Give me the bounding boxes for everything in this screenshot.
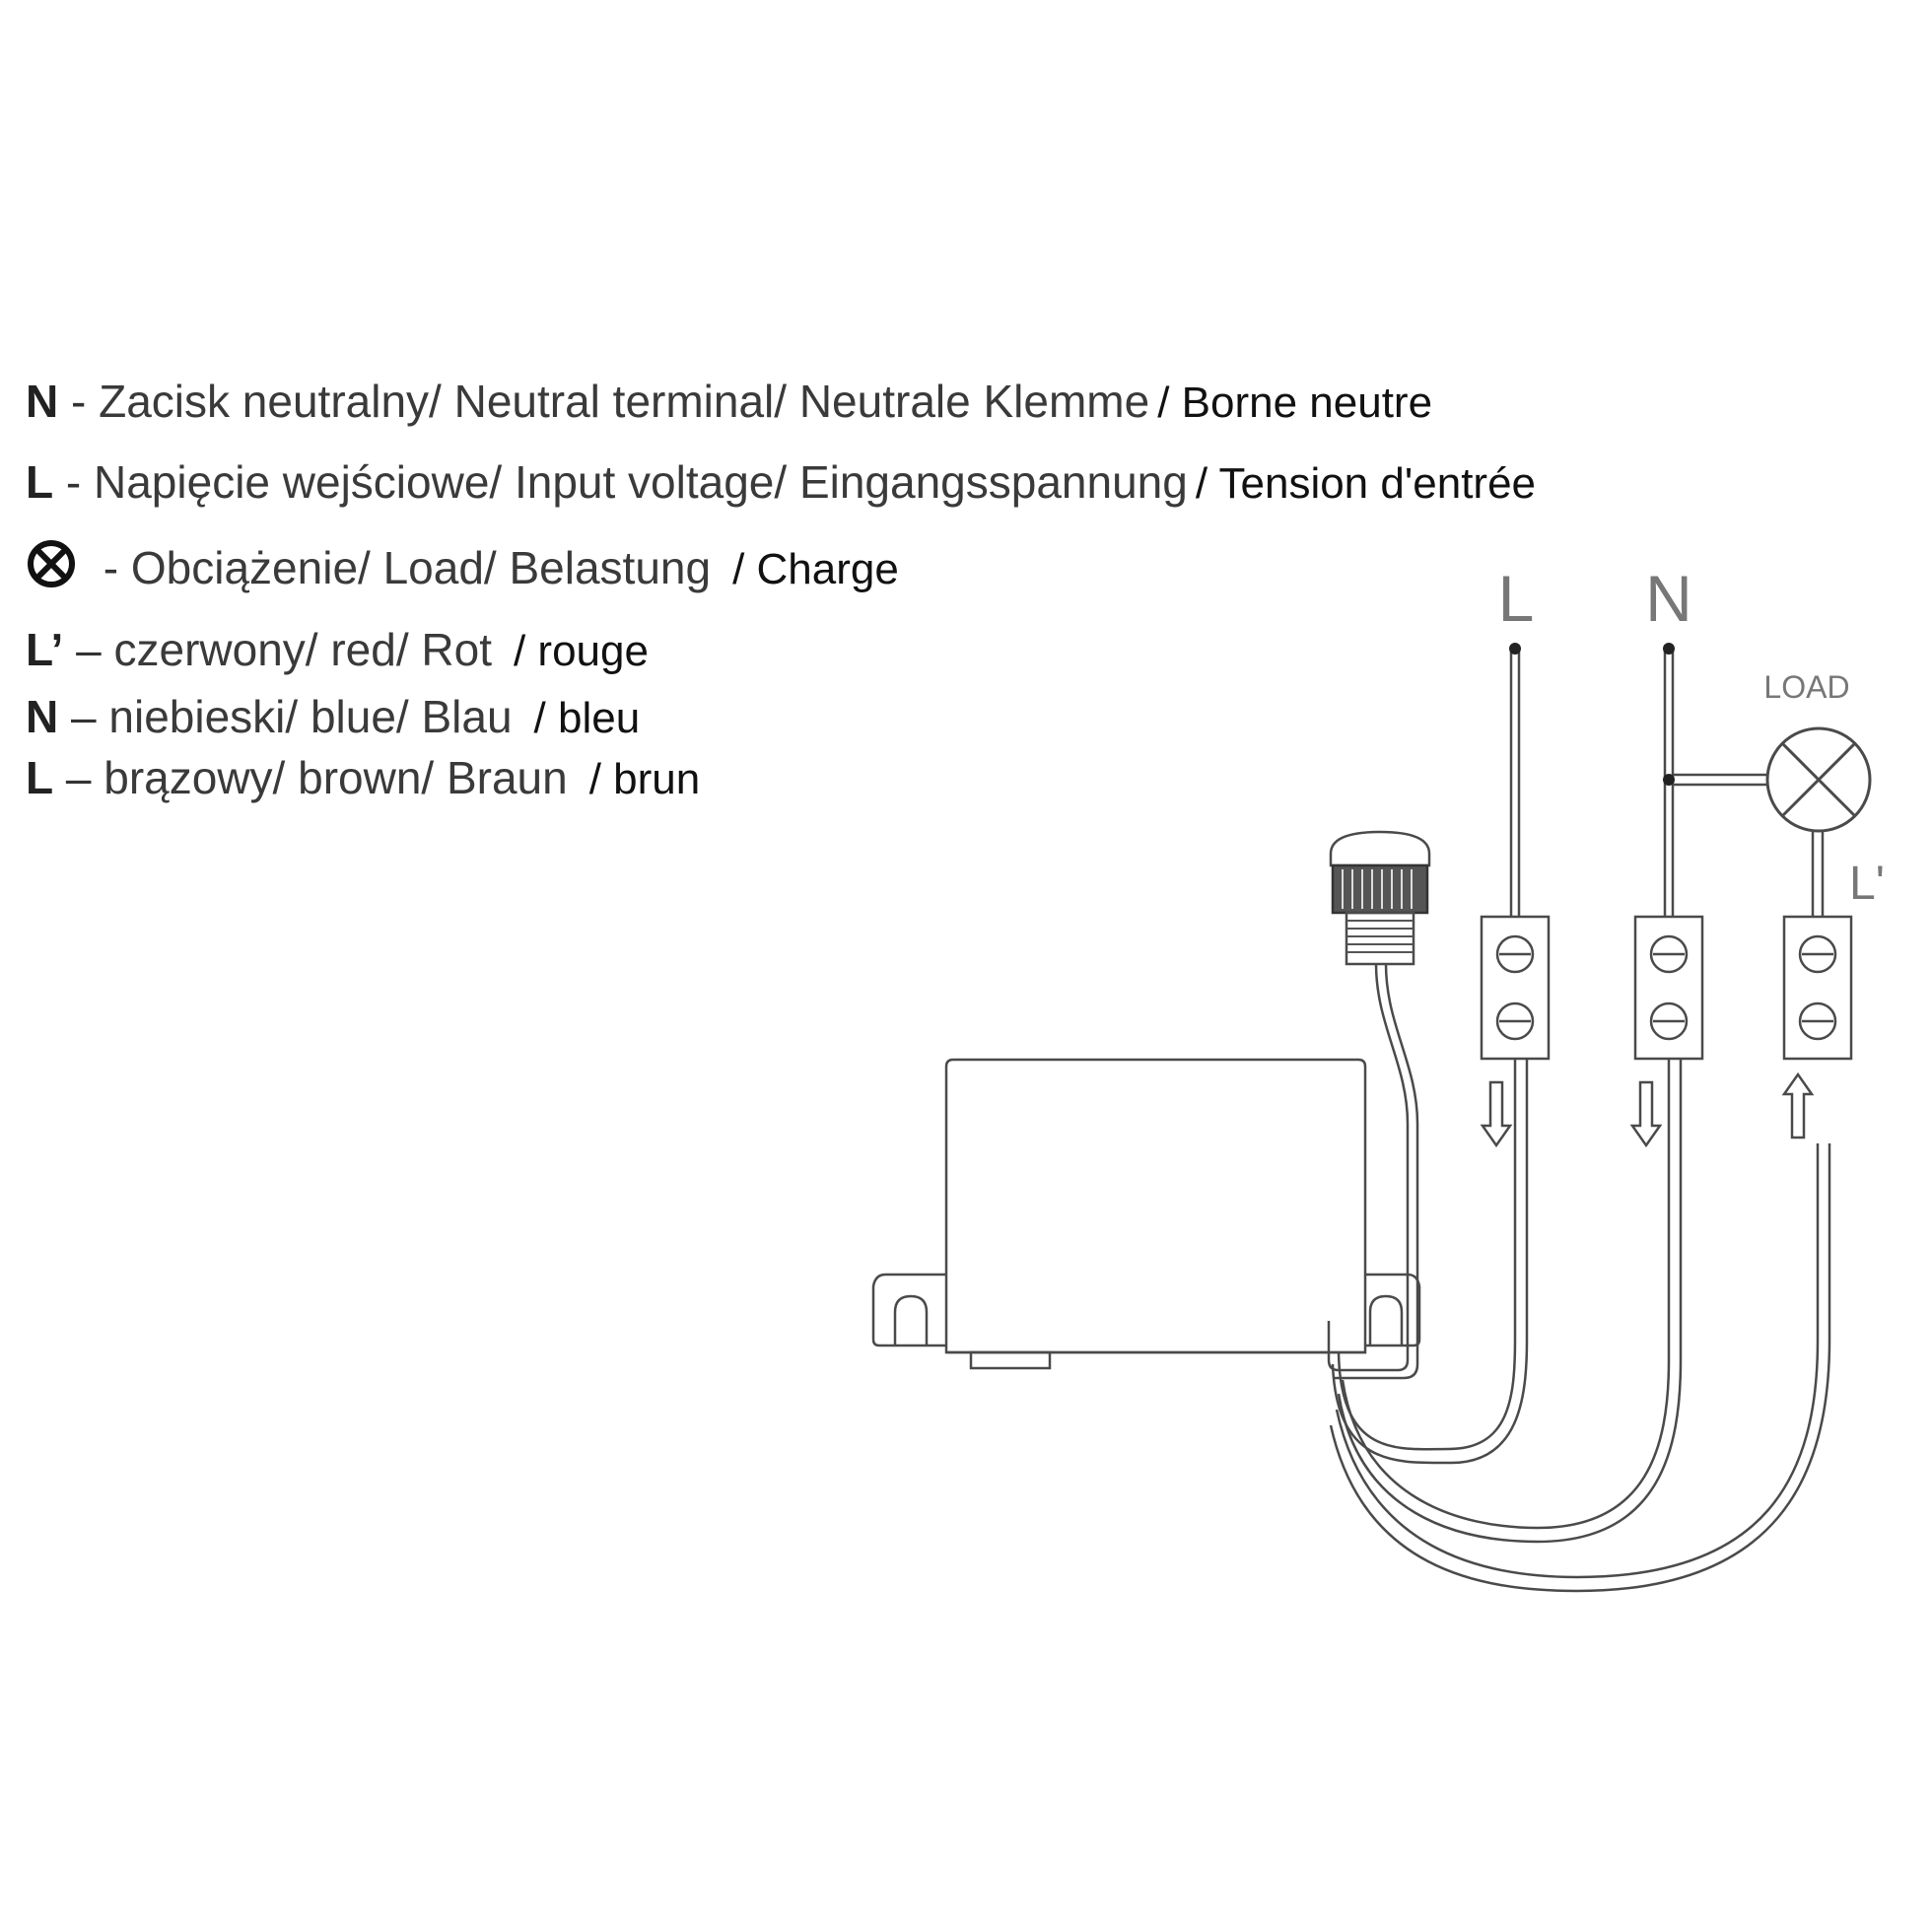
cable-to-l-terminal [1331, 1059, 1529, 1465]
legend-text-french: / brun [588, 755, 701, 803]
legend-text: czerwony/ red/ Rot [113, 624, 492, 675]
l-supply-wire [1509, 643, 1521, 917]
legend-text-french: / Charge [732, 545, 899, 593]
legend-separator: – [58, 691, 109, 742]
legend-key: N [26, 376, 59, 427]
legend-row-neutral-terminal: N - Zacisk neutralny/ Neutral terminal/ … [26, 375, 1432, 430]
legend-separator: – [63, 624, 114, 675]
legend-text-french: / rouge [513, 627, 649, 675]
wire-label-n: N [1645, 562, 1692, 635]
arrow-down-icon [1629, 1080, 1663, 1148]
legend-text: Zacisk neutralny/ Neutral terminal/ Neut… [99, 376, 1150, 427]
legend-row-red-wire: L’ – czerwony/ red/ Rot / rouge [26, 623, 649, 678]
legend-row-blue-wire: N – niebieski/ blue/ Blau / bleu [26, 690, 640, 745]
terminal-block-n [1633, 915, 1704, 1061]
legend-text: niebieski/ blue/ Blau [108, 691, 513, 742]
arrow-down-icon [1480, 1080, 1513, 1148]
terminal-block-l-prime [1782, 915, 1853, 1061]
legend-separator: – [53, 752, 104, 803]
device-housing [871, 1058, 1421, 1370]
load-lamp-icon [28, 540, 75, 587]
legend-row-input-voltage: L - Napięcie wejściowe/ Input voltage/ E… [26, 455, 1536, 511]
n-to-load-wire [1673, 773, 1767, 787]
cable-to-n-terminal [1337, 1059, 1683, 1544]
legend-key: L’ [26, 624, 64, 675]
legend-row-brown-wire: L – brązowy/ brown/ Braun / brun [26, 751, 700, 806]
legend-separator: - [53, 456, 94, 508]
n-supply-wire [1663, 643, 1675, 917]
load-output-wire [1811, 831, 1825, 917]
legend-text-french: / bleu [533, 694, 641, 742]
sensor-cable [1327, 963, 1419, 1380]
legend-key: N [26, 691, 59, 742]
wire-label-l: L [1498, 562, 1535, 635]
legend-text-french: / Borne neutre [1157, 379, 1433, 427]
terminal-block-l [1480, 915, 1551, 1061]
legend-separator: - [58, 376, 100, 427]
load-lamp-icon [1765, 726, 1872, 833]
arrow-up-icon [1781, 1071, 1815, 1139]
legend-key: L [26, 752, 54, 803]
legend-separator: - [91, 542, 131, 593]
legend-text: Napięcie wejściowe/ Input voltage/ Einga… [94, 456, 1188, 508]
legend-text: Obciążenie/ Load/ Belastung [130, 542, 712, 593]
legend-text-french: / Tension d'entrée [1195, 459, 1537, 508]
cable-to-l-prime-terminal [1329, 1143, 1831, 1593]
legend-row-load: - Obciążenie/ Load/ Belastung / Charge [26, 538, 899, 596]
legend-key: L [26, 456, 54, 508]
output-label-l-prime: L' [1849, 858, 1885, 910]
load-label: LOAD [1763, 669, 1849, 705]
legend-text: brązowy/ brown/ Braun [104, 752, 568, 803]
sensor-icon [1329, 830, 1431, 966]
